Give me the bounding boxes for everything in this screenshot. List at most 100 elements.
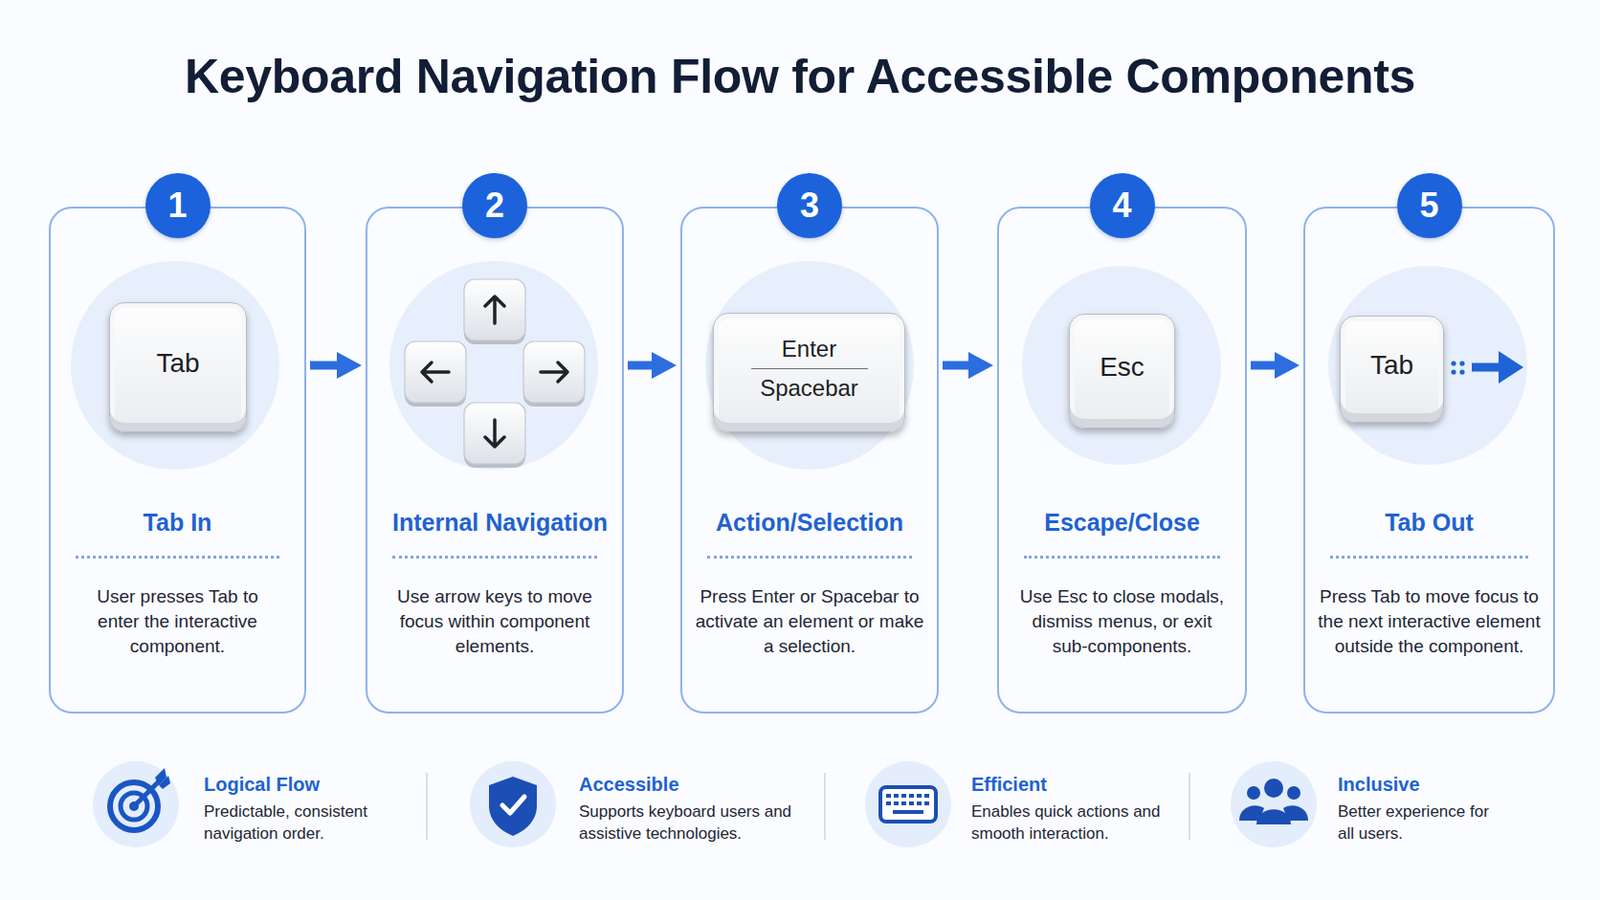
icon-backdrop bbox=[1328, 266, 1528, 466]
step-description: Press Enter or Spacebar to activate an e… bbox=[694, 584, 925, 660]
step-number: 3 bbox=[777, 173, 843, 239]
people-icon bbox=[1264, 778, 1284, 799]
arrow-keys-symbol bbox=[485, 420, 505, 447]
arrow-keys-symbol bbox=[422, 362, 449, 382]
feature-separator bbox=[1188, 773, 1191, 841]
key-label: Tab bbox=[1370, 349, 1414, 382]
arrow-keys-symbol bbox=[404, 279, 585, 468]
feature-description: Predictable, consistent navigation order… bbox=[203, 800, 396, 845]
feature-separator bbox=[823, 773, 826, 841]
keyboard-icon bbox=[901, 794, 907, 799]
keyboard-icon bbox=[880, 787, 936, 823]
feature-title: Logical Flow bbox=[203, 773, 415, 797]
step-card: Tab OutPress Tab to move focus to the ne… bbox=[1303, 206, 1556, 714]
tab-out-arrow bbox=[1450, 369, 1456, 375]
target-icon bbox=[110, 782, 158, 831]
keyboard-icon bbox=[909, 794, 914, 799]
step-card: Escape/CloseUse Esc to close modals, dis… bbox=[997, 206, 1247, 714]
arrow-keys-symbol bbox=[464, 279, 526, 341]
people-icon bbox=[1230, 761, 1317, 848]
feature-title: Accessible bbox=[578, 773, 790, 797]
keycap: Tab bbox=[109, 302, 247, 433]
flow-arrow bbox=[942, 361, 969, 371]
shield-icon bbox=[488, 777, 537, 837]
flow-arrow bbox=[310, 361, 337, 371]
keyboard-icon bbox=[916, 801, 922, 806]
flow-arrow bbox=[1250, 361, 1275, 371]
icon-backdrop bbox=[705, 261, 914, 470]
keycap: Tab bbox=[1339, 315, 1445, 423]
people-icon bbox=[1239, 778, 1309, 825]
target-icon bbox=[133, 781, 159, 807]
key-label: Spacebar bbox=[751, 368, 868, 408]
step-heading: Tab In bbox=[75, 508, 280, 559]
arrow-keys-symbol bbox=[540, 362, 568, 382]
step-description: Use arrow keys to move focus within comp… bbox=[388, 584, 601, 660]
step-card: Action/SelectionPress Enter or Spacebar … bbox=[680, 206, 939, 714]
icon-backdrop bbox=[70, 261, 1528, 470]
step-card: Tab In User presses Tab to enter the inte… bbox=[48, 206, 307, 714]
key-label: Tab bbox=[155, 347, 200, 380]
shield-icon bbox=[502, 797, 525, 814]
keyboard-icon bbox=[916, 794, 922, 799]
step-description: User presses Tab to enter the interactiv… bbox=[74, 584, 281, 660]
target-icon bbox=[92, 761, 179, 848]
people-icon bbox=[1230, 761, 1317, 848]
flow-arrow bbox=[627, 361, 652, 371]
step-number-text: 2 bbox=[485, 188, 505, 223]
tab-out-arrow bbox=[1459, 360, 1465, 366]
feature-title: Efficient bbox=[971, 773, 1163, 797]
step-number-text: 1 bbox=[167, 188, 187, 223]
keyboard-icon bbox=[893, 801, 899, 806]
step-number: 2 bbox=[462, 173, 528, 239]
step-heading: Tab Out bbox=[1330, 508, 1529, 559]
keyboard-icon bbox=[924, 801, 930, 806]
keyboard-icon bbox=[901, 801, 907, 806]
arrow-keys-symbol bbox=[485, 296, 505, 324]
tab-out-arrow bbox=[1450, 360, 1456, 366]
keyboard-icon bbox=[893, 794, 899, 799]
shield-icon bbox=[469, 761, 556, 848]
target-icon bbox=[158, 776, 171, 790]
icon-backdrop bbox=[70, 261, 280, 470]
feature-description: Enables quick actions and smooth interac… bbox=[971, 800, 1161, 845]
step-number: 1 bbox=[145, 173, 211, 239]
tab-out-arrow bbox=[1459, 369, 1465, 375]
key-label: Enter bbox=[751, 330, 868, 369]
arrow-keys-symbol bbox=[464, 402, 526, 465]
arrow-keys-symbol bbox=[523, 341, 585, 403]
step-heading: Action/Selection bbox=[707, 508, 912, 559]
keycap: EnterSpacebar bbox=[712, 312, 906, 433]
feature-title: Inclusive bbox=[1337, 773, 1530, 797]
step-number: 4 bbox=[1089, 173, 1156, 239]
feature-separator bbox=[425, 773, 428, 841]
tab-out-arrow bbox=[1450, 351, 1524, 384]
target-icon bbox=[92, 761, 179, 848]
icon-backdrop bbox=[1022, 266, 1222, 466]
keyboard-icon bbox=[865, 761, 952, 848]
step-card: Internal NavigationUse arrow keys to mov… bbox=[365, 206, 624, 714]
people-icon bbox=[1256, 809, 1291, 825]
keyboard-icon bbox=[886, 794, 891, 799]
step-description: Use Esc to close modals, dismiss menus, … bbox=[1013, 584, 1232, 660]
step-description: Press Tab to move focus to the next inte… bbox=[1314, 584, 1545, 660]
keyboard-icon bbox=[909, 801, 914, 806]
keyboard-icon bbox=[886, 801, 891, 806]
step-number: 5 bbox=[1397, 173, 1463, 239]
keyboard-icon bbox=[924, 794, 930, 799]
people-icon bbox=[1287, 786, 1301, 800]
key-label: Esc bbox=[1099, 351, 1145, 384]
shield-icon bbox=[469, 761, 556, 848]
keycap: Esc bbox=[1068, 313, 1176, 429]
keyboard-icon bbox=[892, 810, 924, 815]
icon-backdrop bbox=[389, 261, 599, 470]
tab-out-arrow bbox=[1498, 351, 1524, 384]
arrow-keys-symbol bbox=[422, 296, 568, 447]
arrow-keys-symbol bbox=[404, 341, 467, 403]
step-number-text: 3 bbox=[800, 188, 820, 223]
feature-description: Better experience for all users. bbox=[1337, 800, 1489, 845]
step-number-text: 5 bbox=[1419, 188, 1439, 223]
